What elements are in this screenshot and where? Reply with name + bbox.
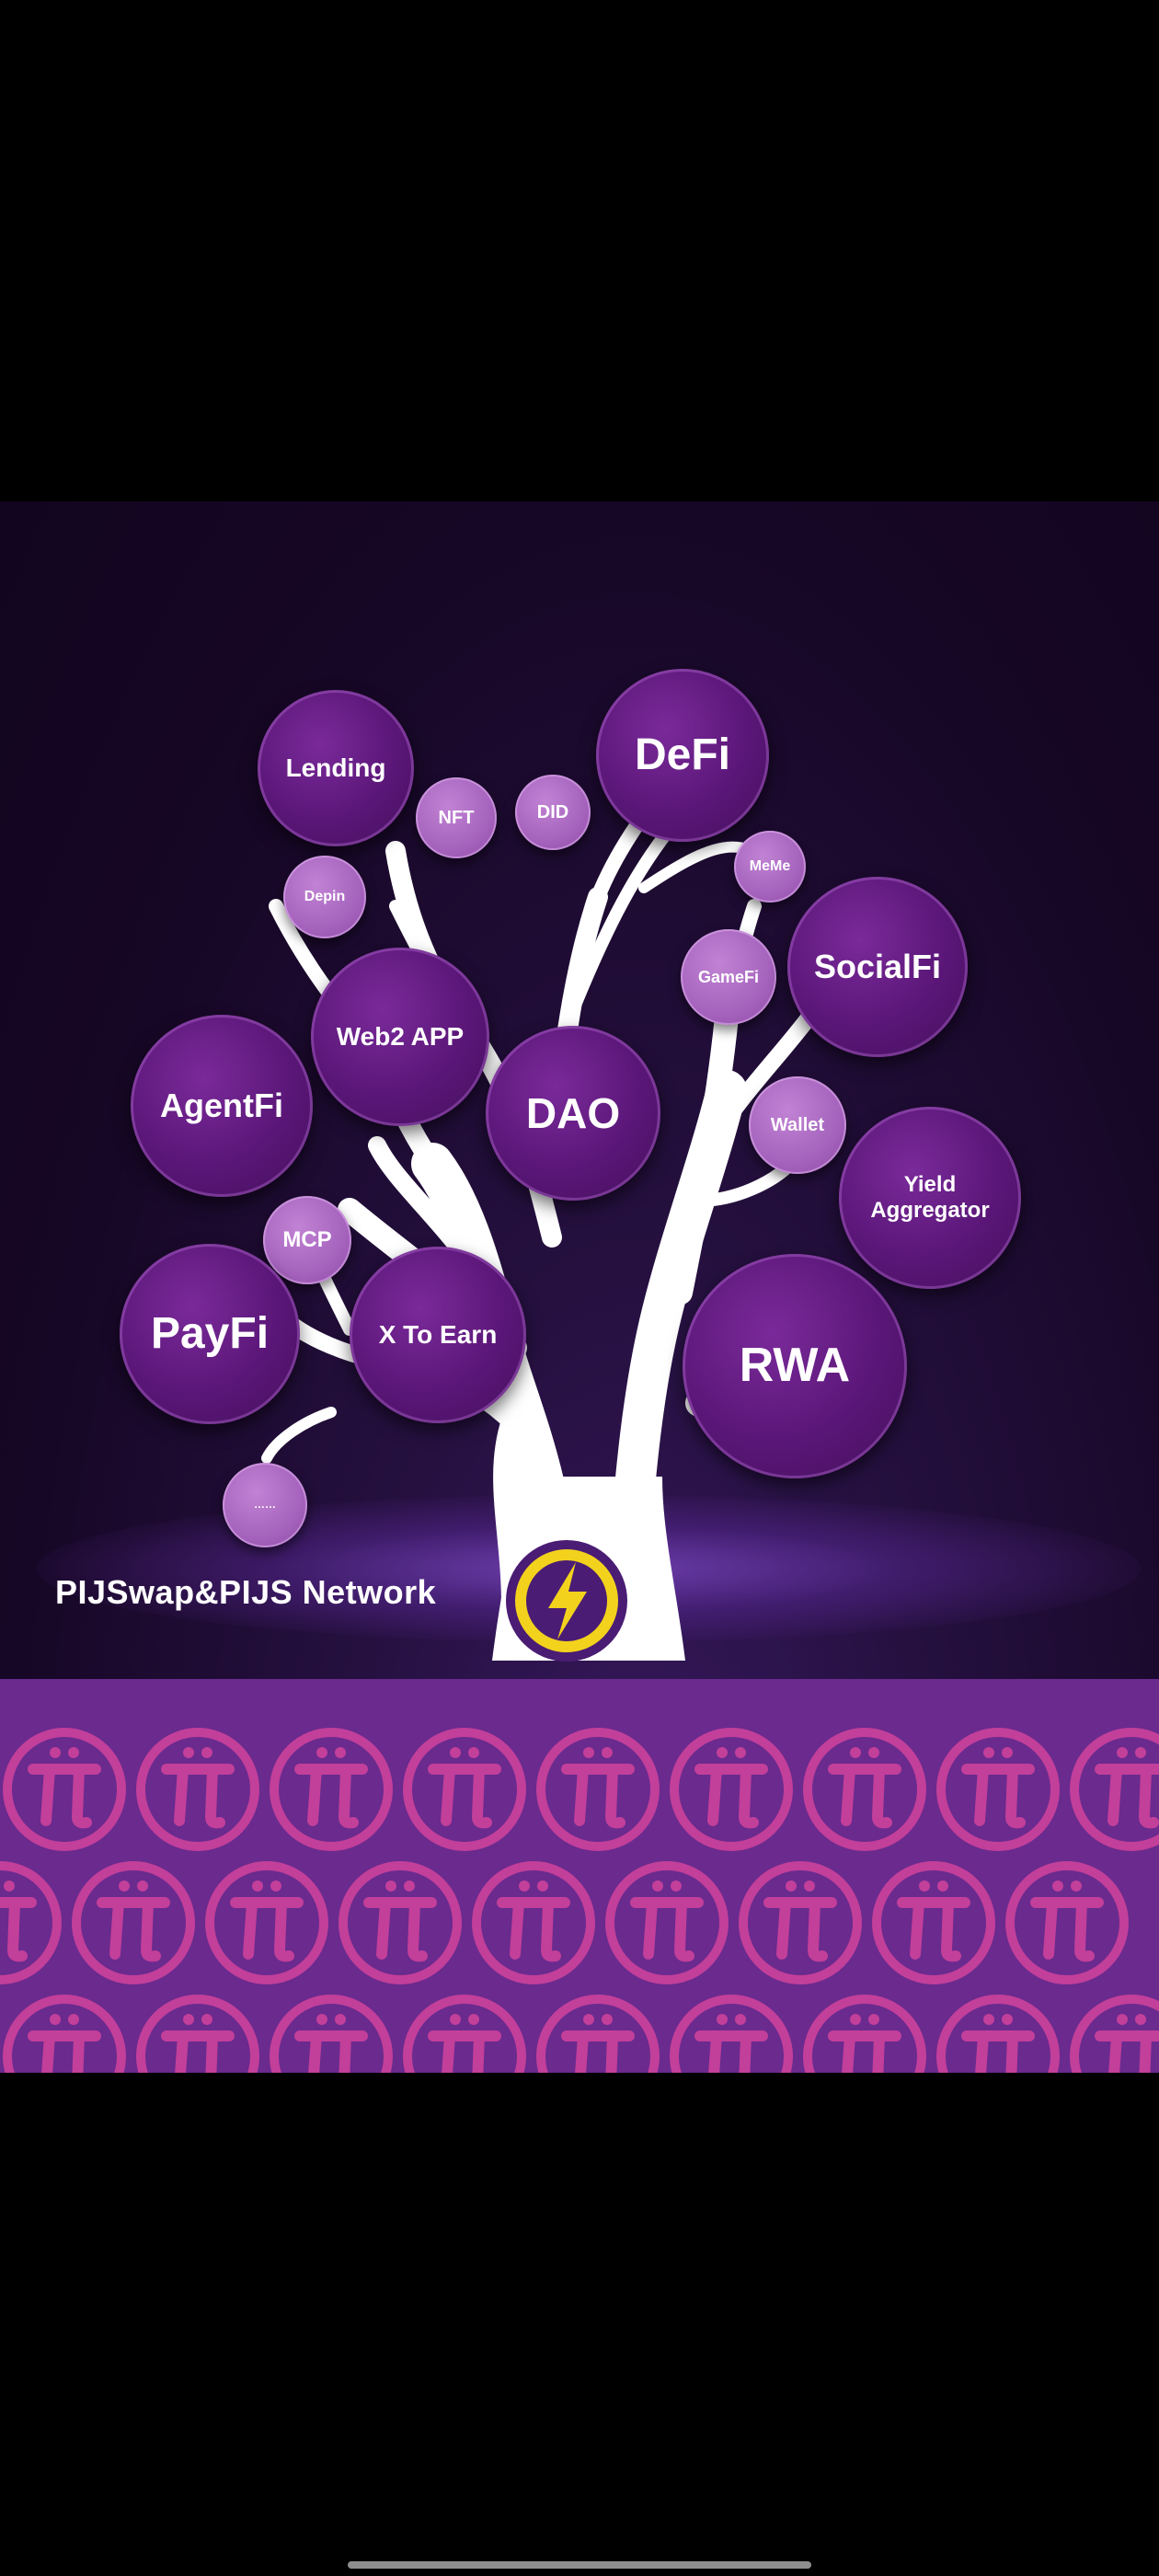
bubble-defi: DeFi	[596, 669, 769, 842]
pi-symbol-icon	[0, 1679, 1159, 2073]
bubble-socialfi: SocialFi	[787, 877, 968, 1057]
bubble-payfi: PayFi	[120, 1244, 300, 1424]
bubble-did: DID	[515, 775, 591, 850]
bubble-x-to-earn: X To Earn	[350, 1247, 526, 1423]
network-label: PIJSwap&PIJS Network	[55, 1573, 437, 1611]
pi-pattern-band	[0, 1679, 1159, 2073]
bubble-dao: DAO	[486, 1026, 660, 1201]
bubble-more: ……	[223, 1463, 307, 1547]
bubble-depin: Depin	[283, 856, 366, 938]
bubble-nft: NFT	[416, 777, 497, 858]
lightning-bolt-icon	[506, 1540, 627, 1662]
home-indicator[interactable]	[348, 2561, 811, 2569]
bubble-lending: Lending	[258, 690, 414, 846]
bubble-mcp: MCP	[263, 1196, 351, 1284]
bubble-wallet: Wallet	[749, 1076, 846, 1174]
bubble-web2-app: Web2 APP	[311, 948, 489, 1126]
ecosystem-poster: Lending NFT DID DeFi MeMe Depin GameFi S…	[0, 501, 1159, 2073]
bubble-rwa: RWA	[683, 1254, 907, 1478]
bubble-agentfi: AgentFi	[131, 1015, 313, 1197]
bubble-yield-aggregator: Yield Aggregator	[839, 1107, 1021, 1289]
bubble-meme: MeMe	[734, 831, 806, 903]
bubble-gamefi: GameFi	[681, 929, 776, 1025]
